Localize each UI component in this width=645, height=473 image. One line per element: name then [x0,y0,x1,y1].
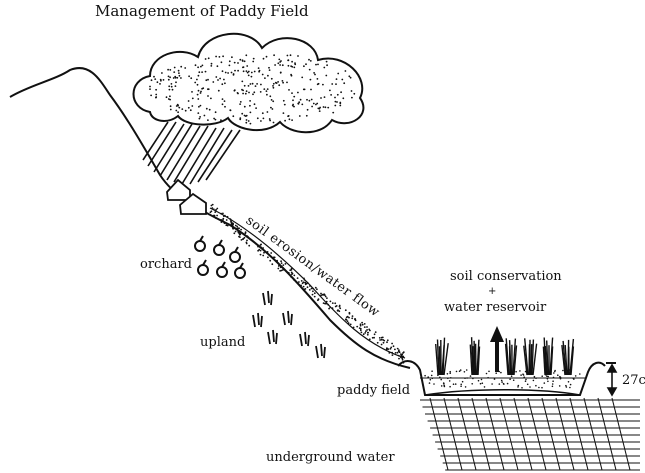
depth-label: 27c [622,374,645,387]
upland-label: upland [200,336,245,349]
plus-sign: + [488,287,496,297]
mountain-slope [10,68,410,368]
rain-cloud [134,34,364,132]
soil-conservation-label: soil conservation [450,270,562,283]
underground-water-zone [420,398,640,470]
upward-arrow-icon [490,326,504,372]
underground-water-label: underground water [266,451,395,464]
hillside-houses [167,180,206,214]
depth-marker [606,363,616,395]
orchard-label: orchard [140,258,192,271]
paddy-field-label: paddy field [337,384,410,397]
paddy-water-dots [424,369,580,388]
water-reservoir-label: water reservoir [444,301,546,314]
diagram-title: Management of Paddy Field [95,4,309,19]
rain-lines [143,122,240,184]
rice-plants [436,337,574,375]
orchard-trees [195,236,245,278]
